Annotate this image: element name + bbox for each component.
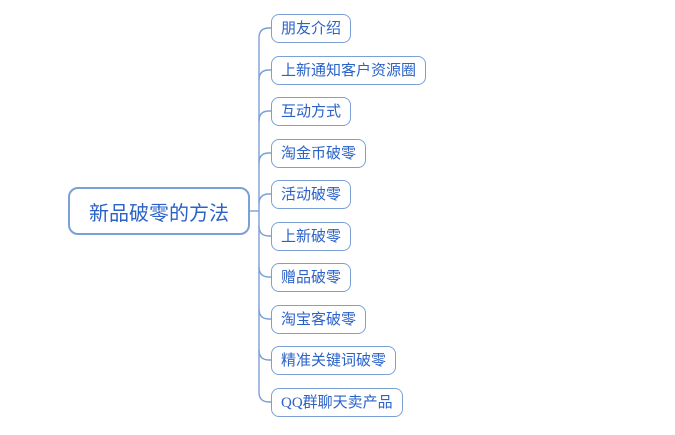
child-node-friend-introduction[interactable]: 朋友介绍 [271,14,352,43]
child-node-interaction-method[interactable]: 互动方式 [271,97,352,126]
branch-line [258,193,271,205]
branch-line [258,349,271,361]
branch-line [258,27,271,39]
branch-line [258,225,271,237]
branch-line [258,391,271,403]
child-node-new-arrival-customer-circle[interactable]: 上新通知客户资源圈 [271,56,427,85]
child-node-taobaoke-break-zero[interactable]: 淘宝客破零 [271,305,367,334]
child-node-qq-group-chat-sell[interactable]: QQ群聊天卖产品 [271,388,403,417]
branch-line [258,308,271,320]
branch-line [258,266,271,278]
child-node-new-arrival-break-zero[interactable]: 上新破零 [271,222,352,251]
root-node[interactable]: 新品破零的方法 [68,187,250,235]
branch-line [258,69,271,81]
child-node-gift-break-zero[interactable]: 赠品破零 [271,263,352,292]
branch-line [258,152,271,164]
branch-line [258,110,271,122]
child-node-taojinbi-break-zero[interactable]: 淘金币破零 [271,139,367,168]
child-node-precise-keyword-break-zero[interactable]: 精准关键词破零 [271,346,397,375]
child-node-activity-break-zero[interactable]: 活动破零 [271,180,352,209]
